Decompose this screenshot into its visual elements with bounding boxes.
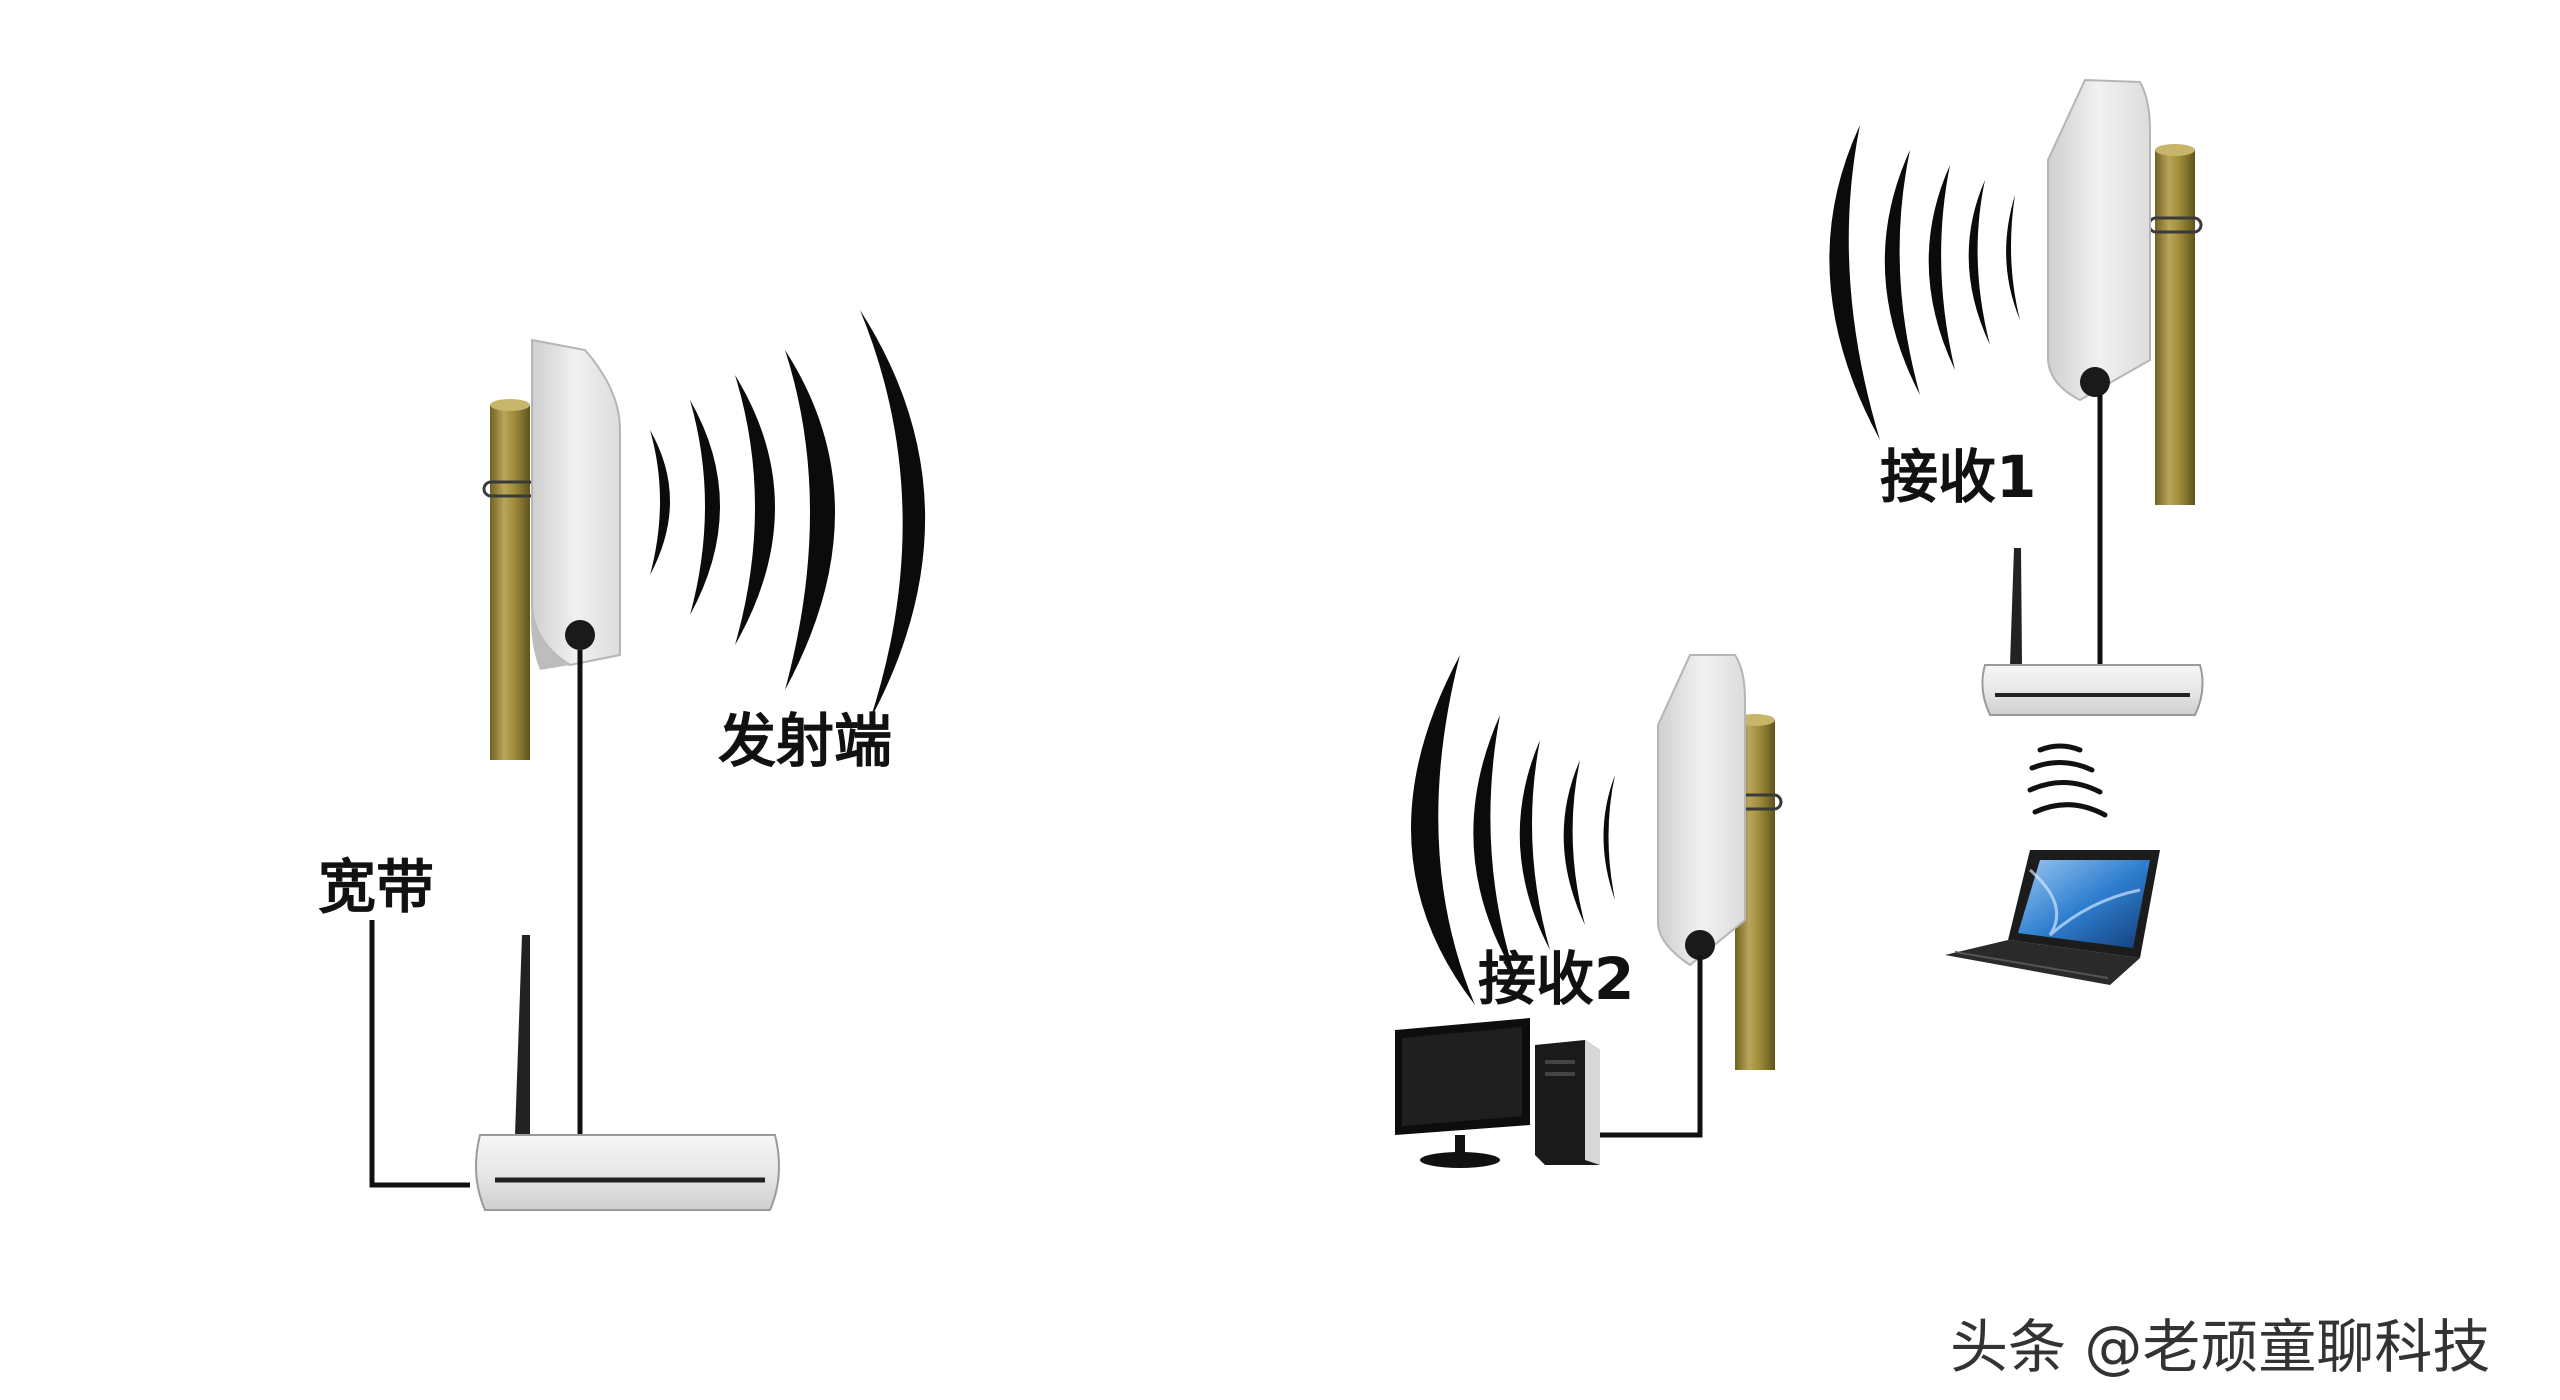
laptop-icon — [1945, 850, 2160, 985]
panel-antenna-icon — [2047, 78, 2151, 402]
signal-wave-icon — [1411, 655, 1615, 1005]
wooden-pole-icon — [2147, 144, 2203, 505]
wireless-router-icon — [1981, 548, 2204, 716]
transmitter-station — [369, 338, 780, 1211]
receiver1-station — [1981, 78, 2204, 716]
wireless-router-icon — [475, 935, 780, 1211]
broadband-line — [369, 920, 470, 1188]
panel-antenna-icon — [1657, 654, 1746, 967]
signal-wave-icon — [2027, 743, 2108, 818]
panel-antenna-icon — [530, 338, 621, 670]
desktop-computer-icon — [1395, 1018, 1600, 1168]
wooden-pole-icon — [482, 399, 538, 760]
receiver2-label: 接收2 — [1478, 945, 1635, 1013]
receiver2-station — [1600, 654, 1783, 1138]
broadband-label: 宽带 — [318, 853, 435, 921]
antenna-cable — [1600, 955, 1703, 1138]
transmitter-label: 发射端 — [718, 707, 893, 775]
signal-wave-icon — [1829, 125, 2020, 440]
receiver1-label: 接收1 — [1880, 443, 2037, 511]
signal-wave-icon — [650, 310, 926, 720]
watermark: 头条 @老顽童聊科技 — [1950, 1313, 2491, 1381]
